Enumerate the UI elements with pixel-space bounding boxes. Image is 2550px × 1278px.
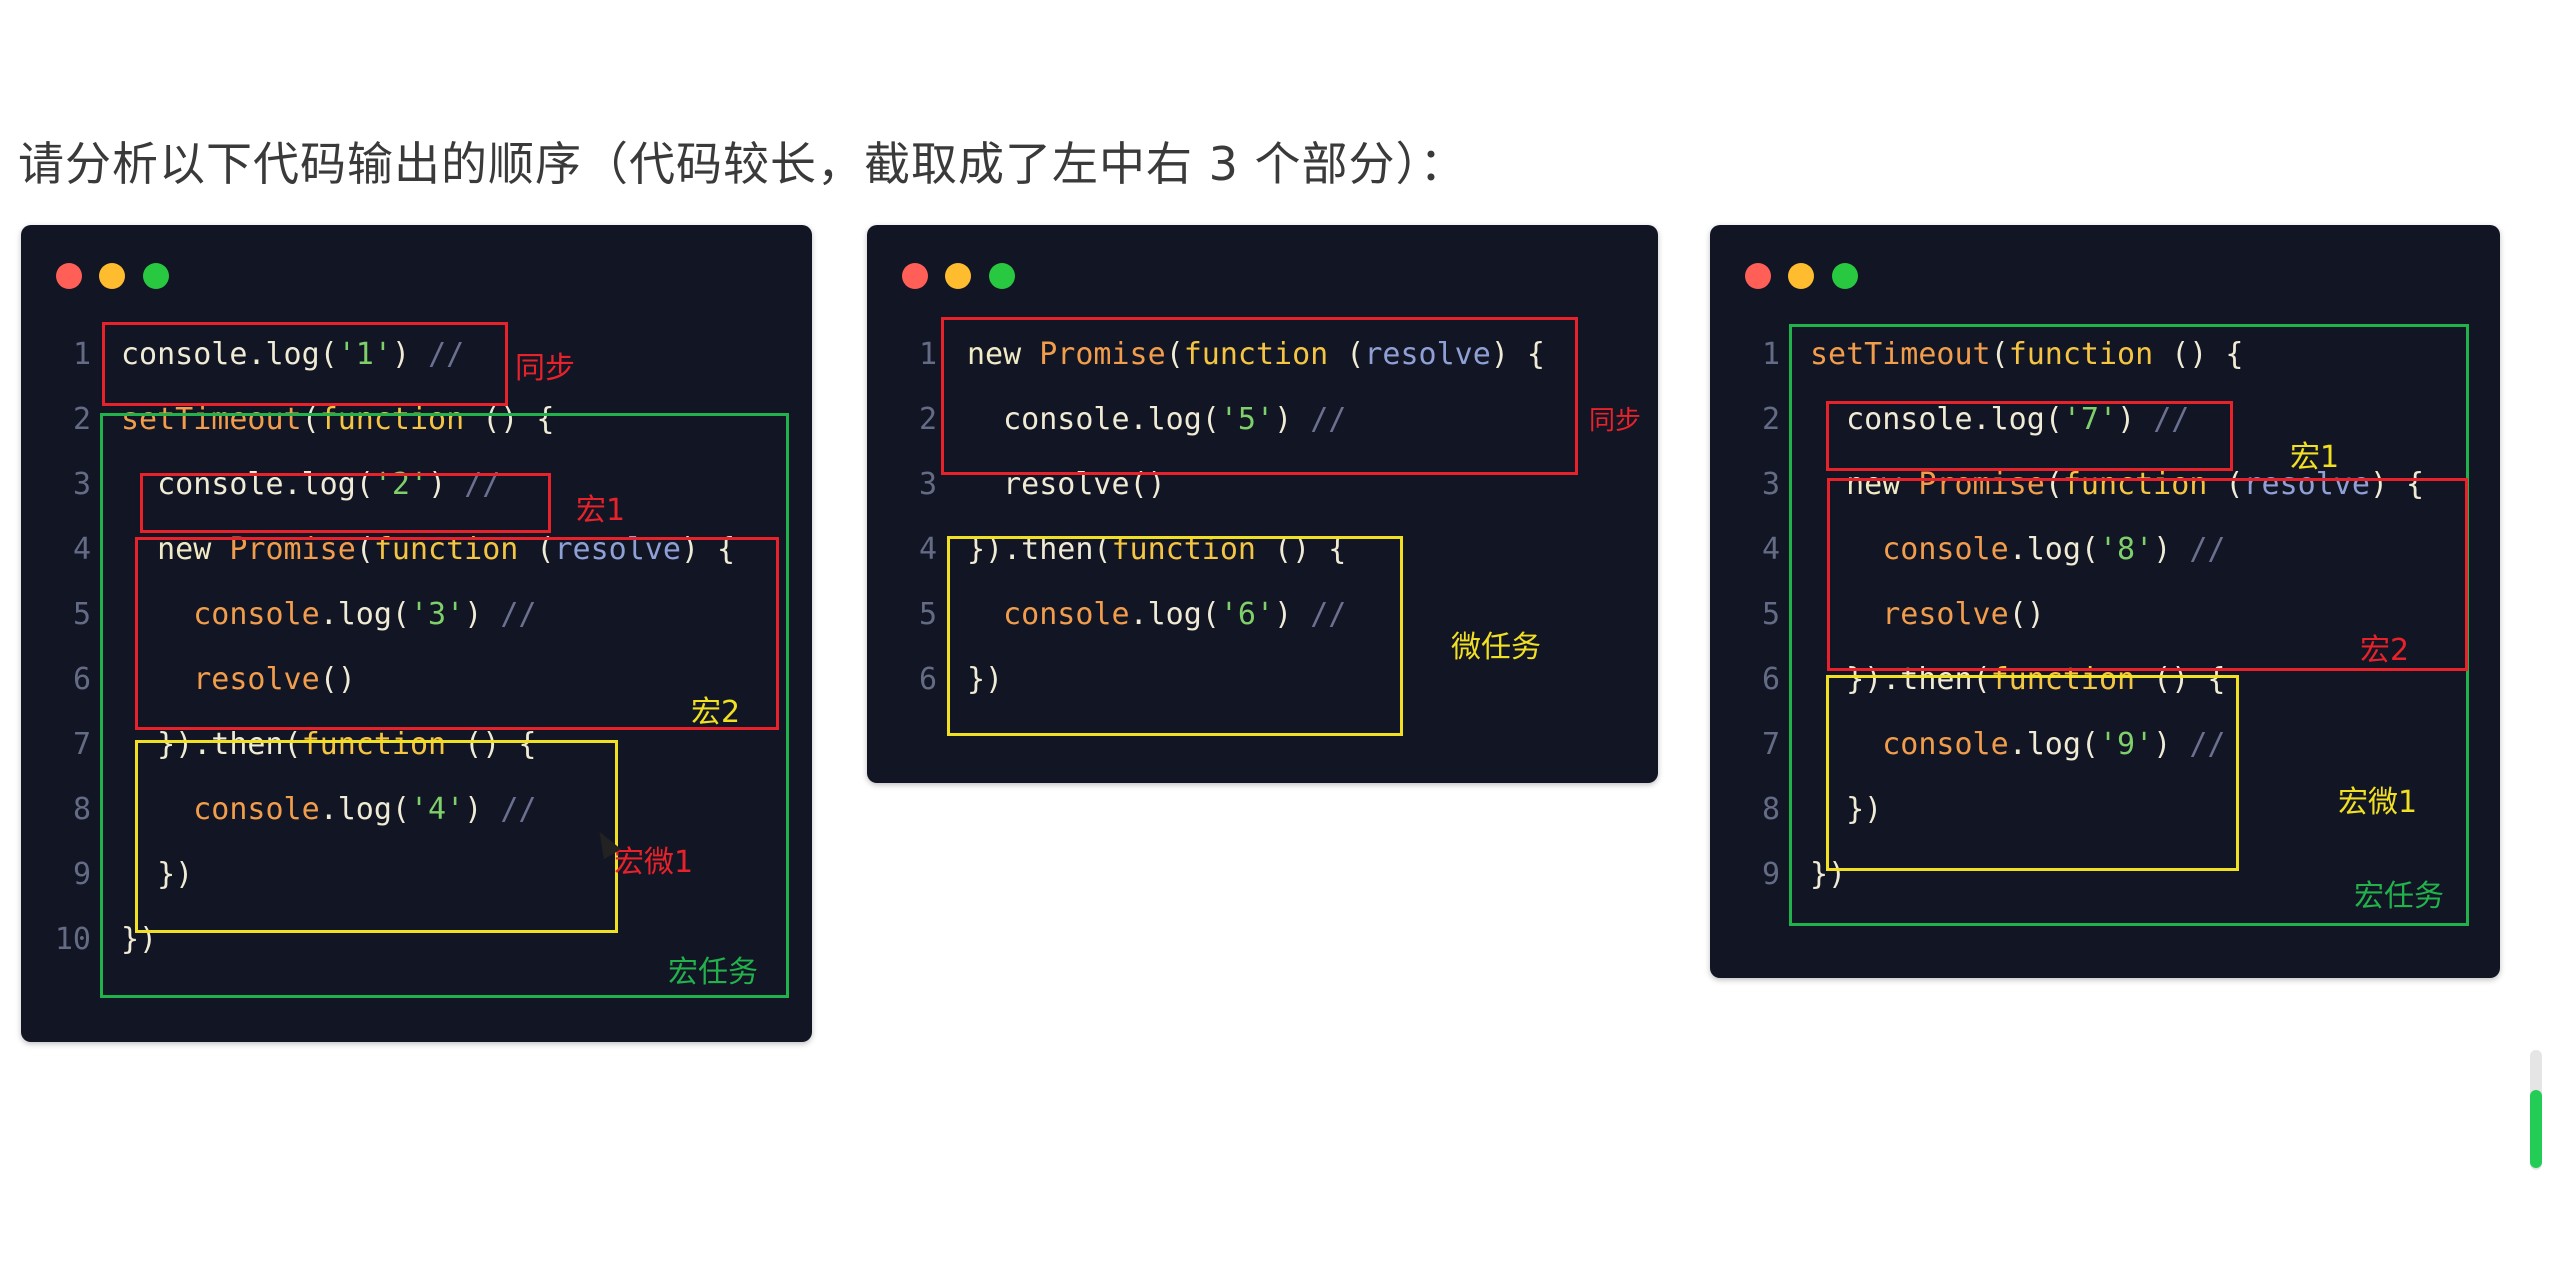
- line-number: 3: [72, 467, 91, 502]
- label-macro-micro1: 宏微1: [614, 845, 694, 880]
- code-text: setTimeout(function () {: [1810, 337, 2244, 372]
- label-macro-task: 宏任务: [2354, 879, 2444, 914]
- label-macro1: 宏1: [576, 493, 626, 528]
- macro-micro1-box: [135, 740, 618, 933]
- line-number: 3: [1761, 467, 1780, 502]
- code-text: }).then(function () {: [1810, 662, 2226, 697]
- code-text: }): [967, 662, 1004, 697]
- line-number: 1: [1761, 337, 1780, 372]
- line-number: 10: [54, 922, 91, 957]
- macro2-box: [135, 537, 779, 730]
- line-number: 9: [1761, 857, 1780, 892]
- label-sync: 同步: [515, 351, 575, 386]
- window-minimize-dot: [1788, 263, 1814, 289]
- macro-micro1-box: [1826, 675, 2239, 871]
- code-text: console.log('6') //: [1003, 597, 1347, 632]
- code-text: new Promise(function (resolve) {: [967, 337, 1545, 372]
- window-close-dot: [1745, 263, 1771, 289]
- window-maximize-dot: [1832, 263, 1858, 289]
- code-text: console.log('3') //: [193, 597, 537, 632]
- line-number: 2: [72, 402, 91, 437]
- line-number: 8: [1761, 792, 1780, 827]
- sync-box: [102, 322, 508, 406]
- micro-task-box: [947, 536, 1403, 736]
- label-macro2: 宏2: [691, 695, 741, 730]
- code-text: }).then(function () {: [121, 727, 537, 762]
- window-maximize-dot: [143, 263, 169, 289]
- window-minimize-dot: [99, 263, 125, 289]
- label-micro-task: 微任务: [1451, 630, 1541, 665]
- line-number: 5: [72, 597, 91, 632]
- code-panel-right: 1 setTimeout(function () { 2 console.log('…: [1710, 225, 2500, 978]
- line-number: 4: [72, 532, 91, 567]
- sync-box: [941, 317, 1578, 475]
- line-number: 8: [72, 792, 91, 827]
- window-minimize-dot: [945, 263, 971, 289]
- macro1-box: [140, 473, 551, 533]
- label-macro2: 宏2: [2360, 633, 2410, 668]
- code-text: }): [121, 922, 158, 957]
- line-number: 2: [918, 402, 937, 437]
- line-number: 4: [1761, 532, 1780, 567]
- label-sync: 同步: [1589, 406, 1642, 436]
- code-text: console.log('9') //: [1882, 727, 2226, 762]
- macro1-box: [1826, 401, 2233, 471]
- line-number: 5: [1761, 597, 1780, 632]
- code-text: setTimeout(function () {: [121, 402, 555, 437]
- macro-task-box: [100, 413, 789, 998]
- line-number: 6: [72, 662, 91, 697]
- line-number: 5: [918, 597, 937, 632]
- label-macro-micro1: 宏微1: [2338, 785, 2418, 820]
- line-number: 7: [1761, 727, 1780, 762]
- code-text: console.log('8') //: [1882, 532, 2226, 567]
- code-text: console.log('4') //: [193, 792, 537, 827]
- question-text: 请分析以下代码输出的顺序（代码较长，截取成了左中右 3 个部分）：: [18, 137, 1467, 191]
- code-panel-middle: 1 new Promise(function (resolve) { 2 conso…: [867, 225, 1658, 783]
- code-text: console.log('7') //: [1810, 402, 2190, 437]
- macro2-box: [1827, 478, 2468, 671]
- code-text: console.log('5') //: [967, 402, 1347, 437]
- line-number: 4: [918, 532, 937, 567]
- line-number: 7: [72, 727, 91, 762]
- line-number: 2: [1761, 402, 1780, 437]
- line-number: 9: [72, 857, 91, 892]
- code-text: }): [1810, 792, 1883, 827]
- code-text: new Promise(function (resolve) {: [1810, 467, 2425, 502]
- line-number: 6: [918, 662, 937, 697]
- window-close-dot: [902, 263, 928, 289]
- line-number: 6: [1761, 662, 1780, 697]
- scrollbar-thumb[interactable]: [2530, 1090, 2542, 1168]
- code-text: console.log('1') //: [121, 337, 465, 372]
- line-number: 1: [918, 337, 937, 372]
- label-macro-task: 宏任务: [668, 955, 758, 990]
- code-text: resolve(): [1882, 597, 2045, 632]
- line-number: 3: [918, 467, 937, 502]
- scrollbar[interactable]: [2530, 1050, 2542, 1170]
- code-text: console.log('2') //: [121, 467, 501, 502]
- code-panel-left: 1 console.log('1') // 2 setTimeout(function…: [21, 225, 812, 1042]
- window-maximize-dot: [989, 263, 1015, 289]
- code-text: resolve(): [193, 662, 356, 697]
- window-close-dot: [56, 263, 82, 289]
- code-text: }): [121, 857, 194, 892]
- label-macro1: 宏1: [2290, 440, 2340, 475]
- line-number: 1: [72, 337, 91, 372]
